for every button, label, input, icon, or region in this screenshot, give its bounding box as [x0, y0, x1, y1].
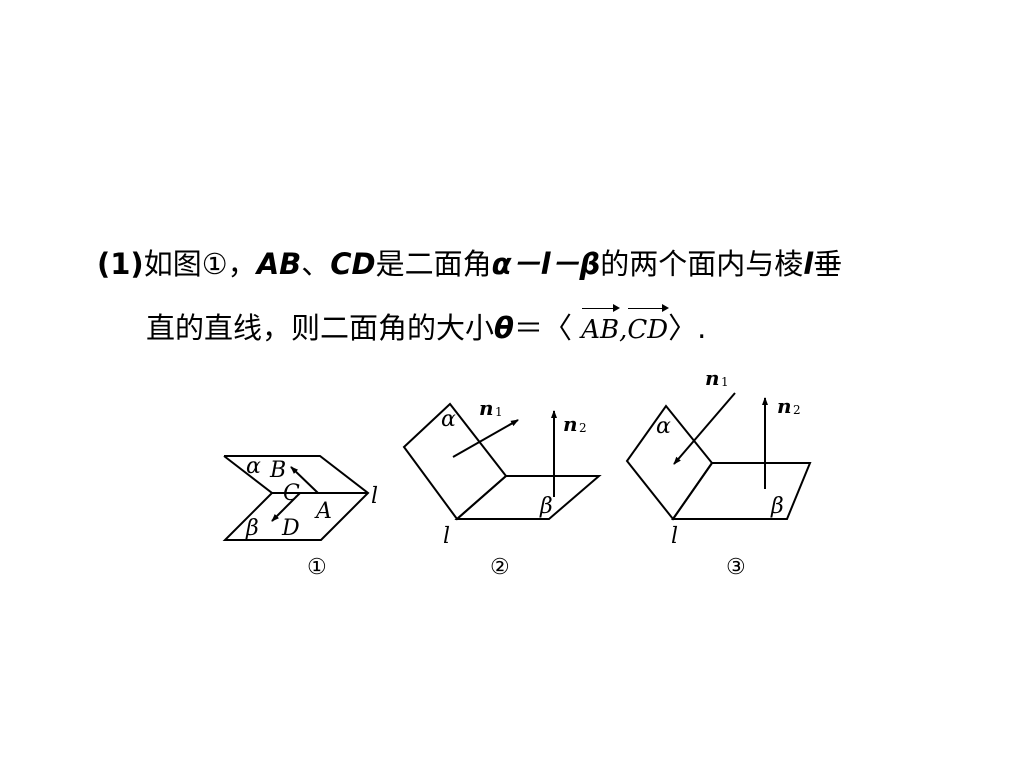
- label-sub-1: 1: [721, 375, 729, 389]
- item-number: (1): [97, 247, 144, 281]
- normal-vector-n1: [673, 392, 736, 465]
- line-cd-segment: [271, 492, 301, 522]
- label-l: l: [443, 524, 450, 549]
- label-d: D: [281, 516, 300, 541]
- label-beta: β: [539, 494, 553, 519]
- normal-vector-n1: [452, 419, 519, 458]
- label-alpha: α: [656, 414, 671, 439]
- paragraph-line-2: 直的直线，则二面角的大小θ＝〈 AB,CD〉.: [146, 304, 707, 348]
- label-c: C: [283, 481, 300, 506]
- label-sub-2: 2: [579, 421, 587, 435]
- line-cd: CD: [330, 247, 376, 281]
- vector-cd-label: CD: [627, 315, 669, 345]
- figure-3-labels: n 1 n 2 α β l ③: [656, 366, 801, 580]
- label-n: n: [705, 366, 720, 390]
- figure-2-labels: α n 1 n 2 β l ②: [441, 396, 587, 580]
- text-segment: 〉.: [668, 311, 707, 345]
- theta-symbol: θ: [494, 311, 514, 345]
- text-segment: 是二面角: [375, 247, 492, 281]
- label-l: l: [671, 524, 678, 549]
- figure-3: [625, 392, 812, 521]
- caption-2: ②: [490, 555, 510, 580]
- edge-l: l: [803, 247, 814, 281]
- vector-ab: AB: [581, 304, 620, 348]
- text-segment: 、: [301, 247, 331, 281]
- text-segment: 直的直线，则二面角的大小: [146, 311, 495, 345]
- vector-cd: CD: [627, 304, 669, 348]
- plane-beta: [671, 462, 812, 520]
- line-ab-segment: [290, 466, 319, 494]
- paragraph-line-1: (1)如图①，AB、CD是二面角α－l－β的两个面内与棱l垂: [97, 246, 842, 282]
- text-segment: 如图①，: [143, 247, 257, 281]
- plane-beta: [454, 475, 602, 520]
- label-l: l: [371, 484, 378, 509]
- text-segment: 的两个面内与棱: [600, 247, 804, 281]
- text-segment: ＝〈: [513, 311, 572, 345]
- label-n: n: [777, 394, 792, 418]
- caption-1: ①: [307, 555, 327, 580]
- label-n: n: [563, 412, 578, 436]
- label-a: A: [314, 499, 332, 524]
- figure-2: [402, 402, 602, 521]
- vector-arrow-icon: [628, 304, 669, 312]
- vector-ab-label: AB: [581, 315, 620, 345]
- line-ab: AB: [256, 247, 302, 281]
- label-n: n: [479, 396, 494, 420]
- vector-arrow-icon: [582, 304, 620, 312]
- vector-comma: ,: [619, 315, 628, 345]
- label-beta: β: [770, 494, 784, 519]
- dihedral-angle-notation: α－l－β: [491, 247, 601, 281]
- figure-1-labels: α B C A β D l ①: [245, 454, 378, 580]
- label-beta: β: [245, 516, 259, 541]
- label-sub-2: 2: [793, 403, 801, 417]
- figure-1: [222, 455, 370, 541]
- label-alpha: α: [246, 454, 261, 479]
- label-sub-1: 1: [495, 405, 503, 419]
- text-segment: 垂: [813, 247, 843, 281]
- label-b: B: [269, 458, 286, 483]
- caption-3: ③: [726, 555, 746, 580]
- label-alpha: α: [441, 407, 456, 432]
